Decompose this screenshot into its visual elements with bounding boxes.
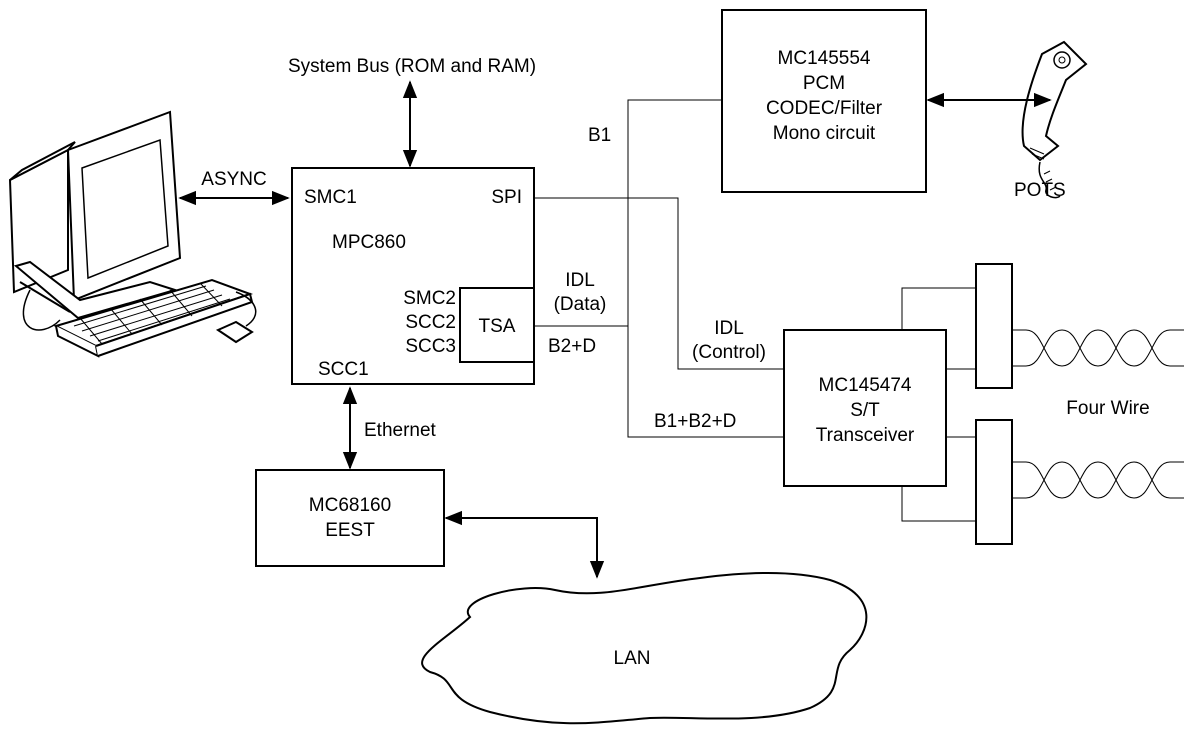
eest-lan-arrow	[444, 510, 605, 579]
lower-twisted-pair	[1012, 461, 1184, 499]
b2d-label: B2+D	[548, 336, 596, 357]
tsa-box	[459, 287, 535, 363]
ethernet-label: Ethernet	[364, 420, 437, 441]
b1-wire	[627, 99, 784, 438]
pots-label: POTS	[1014, 180, 1066, 201]
lower-interface-wire-b	[901, 486, 976, 522]
computer-workstation-icon	[8, 110, 257, 358]
idl-control-line2: (Control)	[692, 342, 766, 363]
scc1-label: SCC1	[318, 359, 369, 380]
scc2-label: SCC2	[405, 312, 456, 333]
codec-box	[721, 9, 927, 193]
mpc860-label: MPC860	[332, 232, 406, 253]
upper-line-interface-box	[975, 263, 1013, 389]
transceiver-box	[783, 329, 947, 487]
system-bus-label: System Bus (ROM and RAM)	[288, 56, 536, 77]
codec-line4: Mono circuit	[773, 123, 876, 144]
b1b2d-label: B1+B2+D	[654, 411, 736, 432]
idl-data-line2: (Data)	[554, 294, 607, 315]
upper-interface-wire-a	[901, 287, 976, 330]
lan-label: LAN	[614, 648, 651, 669]
transceiver-line2: S/T	[850, 400, 880, 421]
codec-line1: MC145554	[778, 48, 871, 69]
async-label: ASYNC	[201, 169, 266, 190]
smc2-label: SMC2	[403, 288, 456, 309]
four-wire-label: Four Wire	[1066, 398, 1149, 419]
eest-box	[255, 469, 445, 567]
transceiver-line1: MC145474	[819, 375, 912, 396]
upper-twisted-pair	[1012, 329, 1184, 367]
lower-line-interface-box	[975, 419, 1013, 545]
telephone-handset-icon	[1021, 40, 1088, 199]
lan-cloud	[421, 571, 868, 725]
idl-data-line1: IDL	[565, 270, 595, 291]
spi-wire	[534, 197, 784, 370]
codec-line3: CODEC/Filter	[766, 98, 883, 119]
transceiver-line3: Transceiver	[816, 425, 915, 446]
codec-line2: PCM	[803, 73, 845, 94]
spi-label: SPI	[491, 187, 522, 208]
b1-label: B1	[588, 125, 611, 146]
eest-line2: EEST	[325, 520, 375, 541]
smc1-label: SMC1	[304, 187, 357, 208]
tsa-label: TSA	[479, 316, 516, 337]
eest-line1: MC68160	[309, 495, 391, 516]
idl-control-line1: IDL	[714, 318, 744, 339]
scc3-label: SCC3	[405, 336, 456, 357]
